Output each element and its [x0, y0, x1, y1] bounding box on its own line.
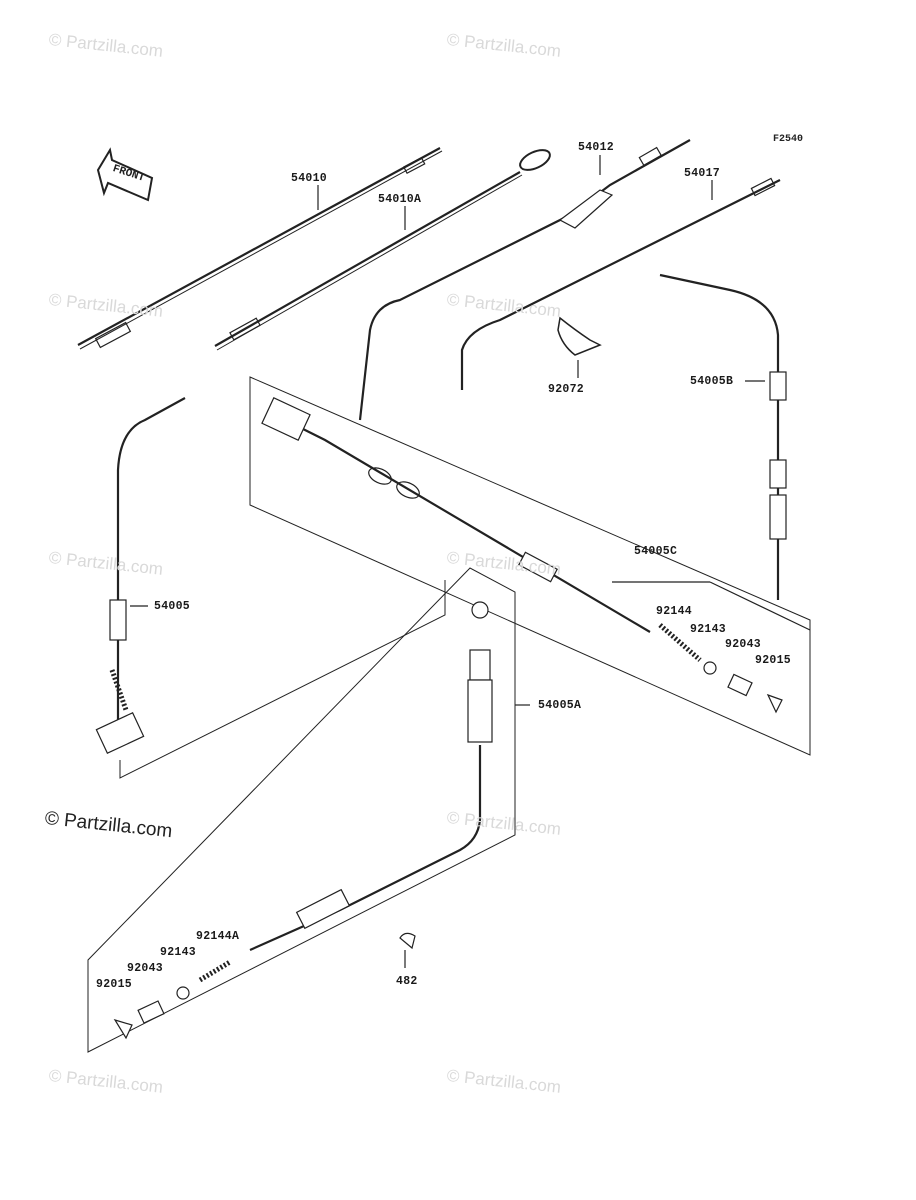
part-label-92144: 92144 — [656, 605, 693, 618]
cable-54005B — [659, 273, 787, 600]
part-label-92015: 92015 — [96, 978, 133, 991]
cable-54010 — [77, 147, 443, 350]
cable-54012 — [358, 139, 691, 421]
part-label-54005A: 54005A — [538, 699, 582, 712]
part-label-92144A: 92144A — [196, 930, 240, 943]
part-label-54005: 54005 — [154, 600, 191, 613]
part-label-54017: 54017 — [684, 167, 721, 180]
clip-482 — [399, 932, 416, 968]
cable-54017 — [460, 177, 781, 390]
part-label-92043: 92043 — [127, 962, 164, 975]
lower-small-parts — [113, 959, 232, 1040]
part-label-54010A: 54010A — [378, 193, 422, 206]
front-arrow-icon — [96, 147, 154, 202]
cable-54010A — [214, 149, 551, 351]
cable-54005 — [95, 397, 186, 755]
part-label-54005B: 54005B — [690, 375, 734, 388]
part-label-54005C: 54005C — [634, 545, 678, 558]
panel-54005-outline — [119, 580, 446, 779]
part-label-54012: 54012 — [578, 141, 615, 154]
cable-54005A — [87, 567, 530, 1053]
part-label-92015: 92015 — [755, 654, 792, 667]
part-label-92143: 92143 — [690, 623, 727, 636]
panel-54005C — [249, 376, 811, 756]
part-label-92072: 92072 — [548, 383, 585, 396]
part-label-92043: 92043 — [725, 638, 762, 651]
figure-code: F2540 — [772, 134, 803, 145]
part-label-482: 482 — [396, 975, 418, 988]
part-label-92143: 92143 — [160, 946, 197, 959]
band-92072 — [557, 316, 602, 378]
part-label-54010: 54010 — [291, 172, 328, 185]
